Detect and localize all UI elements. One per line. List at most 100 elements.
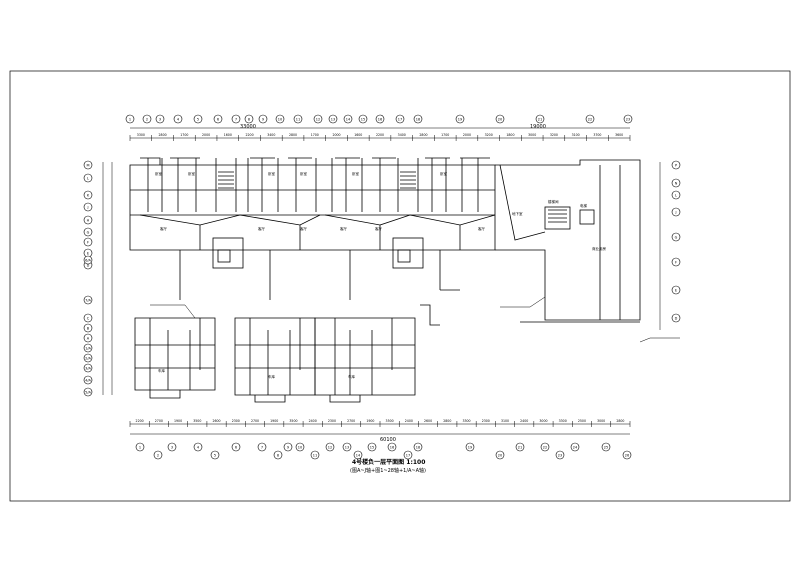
axis-bubble: M bbox=[83, 160, 93, 170]
axis-bubble: J bbox=[671, 207, 681, 217]
axis-bubble: 17 bbox=[395, 114, 405, 124]
axis-bubble: A bbox=[83, 333, 93, 343]
dim-value: 2800 bbox=[443, 419, 451, 423]
axis-bubble: 3 bbox=[167, 442, 177, 452]
axis-label: 1 bbox=[139, 445, 141, 449]
axis-bubble: 2 bbox=[153, 450, 163, 460]
sheet-border bbox=[9, 70, 791, 502]
axis-label: G bbox=[87, 230, 90, 234]
axis-bubble: L bbox=[671, 190, 681, 200]
dim-value: 1900 bbox=[270, 419, 278, 423]
dim-value: 1600 bbox=[224, 133, 232, 137]
room-label: 卧室 bbox=[268, 171, 276, 176]
dim-value: 3000 bbox=[539, 419, 547, 423]
dim-value: 2800 bbox=[419, 133, 427, 137]
drawing-title: 4号楼负一层平面图 1:100 bbox=[352, 459, 426, 466]
axis-bubble: 9 bbox=[258, 114, 268, 124]
dim-value: 3200 bbox=[485, 133, 493, 137]
axis-bubble: 10 bbox=[275, 114, 285, 124]
axis-bubble: J bbox=[83, 202, 93, 212]
room-label: 卧室 bbox=[188, 171, 195, 176]
axis-label: 6/A bbox=[85, 258, 91, 262]
axis-bubble: 8 bbox=[273, 450, 283, 460]
axis-label: 26 bbox=[625, 453, 629, 457]
room-label: 客厅 bbox=[340, 226, 348, 231]
room-label: 卧室 bbox=[300, 171, 308, 176]
axis-label: 13 bbox=[331, 117, 335, 121]
axis-bubble: 6/A bbox=[83, 255, 93, 265]
axis-label: 10 bbox=[298, 445, 302, 449]
axis-label: J bbox=[86, 205, 88, 209]
axis-label: 8 bbox=[248, 117, 250, 121]
axis-label: 4/A bbox=[85, 378, 91, 382]
axis-label: F bbox=[87, 240, 89, 244]
axis-label: 17 bbox=[398, 117, 402, 121]
axis-label: 4 bbox=[197, 445, 200, 449]
top-total-right: 19000 bbox=[530, 124, 546, 130]
dim-value: 2600 bbox=[424, 419, 432, 423]
axis-bubble: L bbox=[83, 173, 93, 183]
axis-label: 18 bbox=[416, 445, 420, 449]
dim-value: 1900 bbox=[174, 419, 182, 423]
dim-value: 3200 bbox=[550, 133, 558, 137]
axis-label: 24 bbox=[573, 445, 578, 449]
dim-value: 1700 bbox=[180, 133, 188, 137]
axis-bubble: 7 bbox=[257, 442, 267, 452]
axis-label: 2/A bbox=[85, 356, 91, 360]
axis-label: 11 bbox=[313, 453, 317, 457]
dim-value: 2300 bbox=[328, 419, 336, 423]
dim-value: 2700 bbox=[251, 419, 259, 423]
axis-bubble: D bbox=[671, 313, 681, 323]
room-label: 卧室 bbox=[155, 171, 162, 176]
axis-bubble: 14 bbox=[343, 114, 353, 124]
axis-bubble: 17 bbox=[403, 450, 413, 460]
axis-bubble: 21 bbox=[515, 442, 525, 452]
dim-value: 2200 bbox=[136, 419, 144, 423]
room-label: 车库 bbox=[348, 374, 356, 379]
axis-bubble: N bbox=[671, 178, 681, 188]
dim-value: 1700 bbox=[311, 133, 319, 137]
dim-value: 2000 bbox=[202, 133, 210, 137]
axis-bubble: 6 bbox=[213, 114, 223, 124]
axis-label: M bbox=[86, 163, 89, 167]
axis-label: 6 bbox=[217, 117, 219, 121]
axis-bubble: K bbox=[83, 190, 93, 200]
axis-bubble: 16 bbox=[375, 114, 385, 124]
axis-bubble: 4 bbox=[173, 114, 183, 124]
axis-bubble: 10 bbox=[295, 442, 305, 452]
dim-value: 2300 bbox=[232, 419, 240, 423]
axis-label: 22 bbox=[588, 117, 592, 121]
axis-label: 5 bbox=[197, 117, 199, 121]
axis-bubble: 21 bbox=[535, 114, 545, 124]
dim-value: 3300 bbox=[559, 419, 567, 423]
axis-bubble: 15 bbox=[358, 114, 368, 124]
axis-label: 19 bbox=[458, 117, 462, 121]
axis-bubble: 19 bbox=[455, 114, 465, 124]
dim-value: 2400 bbox=[309, 419, 317, 423]
axis-bubble: 20 bbox=[495, 450, 505, 460]
axis-bubble: F bbox=[671, 257, 681, 267]
axis-label: 3/A bbox=[85, 366, 91, 370]
note-label: 商业用房 bbox=[592, 246, 606, 251]
note-label: 地下室 bbox=[512, 211, 523, 216]
dim-value: 3400 bbox=[398, 133, 406, 137]
axis-label: 4 bbox=[177, 117, 180, 121]
dim-value: 1700 bbox=[441, 133, 449, 137]
room-label: 车库 bbox=[268, 374, 276, 379]
dim-value: 3500 bbox=[386, 419, 394, 423]
room-label: 客厅 bbox=[258, 226, 266, 231]
dim-value: 2200 bbox=[376, 133, 384, 137]
axis-bubble: 3/A bbox=[83, 363, 93, 373]
axis-bubble: 5/A bbox=[83, 387, 93, 397]
dim-value: 2000 bbox=[332, 133, 340, 137]
axis-label: 3 bbox=[171, 445, 173, 449]
axis-label: 15 bbox=[370, 445, 374, 449]
axis-bubble: C bbox=[83, 313, 93, 323]
axis-bubble: P bbox=[671, 160, 681, 170]
axis-label: A bbox=[87, 336, 90, 340]
axis-label: F bbox=[675, 260, 677, 264]
axis-bubble: H bbox=[83, 215, 93, 225]
axis-label: 16 bbox=[378, 117, 382, 121]
